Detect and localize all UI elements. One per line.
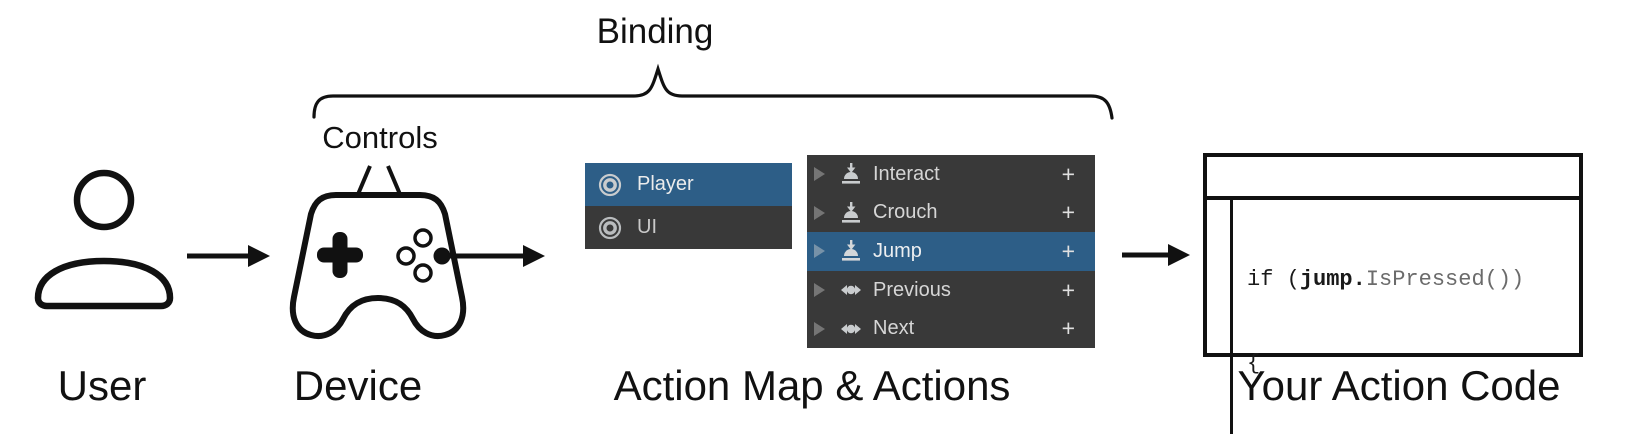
code-box-title-bar <box>1207 157 1579 200</box>
pressed-button-dot <box>433 247 451 265</box>
action-map-label: UI <box>637 216 657 238</box>
button-press-icon <box>842 240 860 262</box>
axis-icon <box>841 285 861 296</box>
add-binding-button[interactable]: + <box>1061 199 1075 226</box>
foldout-arrow-icon[interactable] <box>814 321 825 336</box>
action-label: Interact <box>873 162 940 185</box>
action-row-next[interactable]: Next + <box>807 309 1095 348</box>
code-gutter <box>1207 200 1233 434</box>
action-map-panel: Player UI <box>585 163 792 249</box>
binding-label: Binding <box>596 12 714 51</box>
action-label: Jump <box>873 239 922 262</box>
code-keyword: if ( <box>1247 267 1300 292</box>
action-label: Crouch <box>873 201 938 224</box>
action-map-row-player[interactable]: Player <box>585 163 792 206</box>
user-icon <box>34 169 174 310</box>
action-row-previous[interactable]: Previous + <box>807 270 1095 310</box>
foldout-arrow-icon[interactable] <box>814 205 825 220</box>
add-binding-button[interactable]: + <box>1061 276 1075 303</box>
axis-icon <box>841 323 861 334</box>
code-line-2: { <box>1247 351 1261 376</box>
caption-user: User <box>57 362 147 409</box>
controls-label: Controls <box>322 120 438 155</box>
code-box-body: if (jump.IsPressed()) { // your code } <box>1207 200 1579 434</box>
code-action-ref: jump. <box>1299 267 1366 292</box>
action-label: Previous <box>873 278 951 301</box>
action-row-jump[interactable]: Jump + <box>807 232 1095 271</box>
action-map-icon <box>598 216 622 239</box>
gamepad-icon <box>289 192 467 339</box>
code-area: if (jump.IsPressed()) { // your code } <box>1233 200 1579 434</box>
button-press-icon <box>842 201 860 223</box>
binding-brace <box>312 63 1114 120</box>
action-map-icon <box>598 173 622 196</box>
add-binding-button[interactable]: + <box>1061 160 1075 187</box>
action-label: Next <box>873 317 915 340</box>
arrow-user-to-device <box>187 245 270 267</box>
button-press-icon <box>842 163 860 184</box>
foldout-arrow-icon[interactable] <box>814 283 825 298</box>
caption-action-code: Your Action Code <box>1237 362 1561 409</box>
face-buttons-icon <box>396 228 451 283</box>
add-binding-button[interactable]: + <box>1061 237 1075 264</box>
action-map-row-ui[interactable]: UI <box>585 206 792 249</box>
arrow-device-to-map <box>450 245 545 267</box>
action-row-crouch[interactable]: Crouch + <box>807 193 1095 233</box>
code-method-call: IsPressed()) <box>1365 267 1525 292</box>
gamepad-outline <box>289 192 467 339</box>
code-line-1: if (jump.IsPressed()) <box>1247 266 1579 294</box>
actions-panel: Interact + Crouch + Jump + <box>807 155 1095 348</box>
caption-device: Device <box>293 362 423 409</box>
foldout-arrow-icon[interactable] <box>814 244 825 259</box>
action-code-box: if (jump.IsPressed()) { // your code } <box>1203 153 1583 434</box>
foldout-arrow-icon[interactable] <box>814 167 825 182</box>
action-row-interact[interactable]: Interact + <box>807 155 1095 194</box>
action-map-label: Player <box>637 173 694 195</box>
dpad-icon <box>317 232 363 278</box>
add-binding-button[interactable]: + <box>1061 315 1075 342</box>
caption-action-map: Action Map & Actions <box>613 362 1011 409</box>
arrow-actions-to-code <box>1122 244 1190 266</box>
